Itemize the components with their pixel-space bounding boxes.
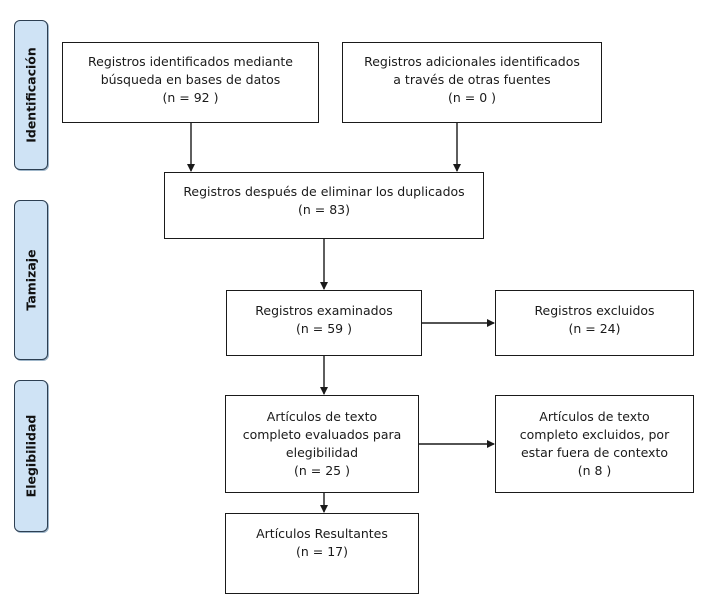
box-after-duplicates-line1: Registros después de eliminar los duplic… bbox=[183, 184, 465, 199]
box-resulting-line1: Artículos Resultantes bbox=[256, 526, 388, 541]
phase-identificacion: Identificación bbox=[14, 20, 48, 170]
box-resulting: Artículos Resultantes (n = 17) bbox=[225, 513, 419, 594]
phase-tamizaje: Tamizaje bbox=[14, 200, 48, 360]
box-other-sources-count: (n = 0 ) bbox=[447, 90, 497, 106]
phase-elegibilidad: Elegibilidad bbox=[14, 380, 48, 532]
box-other-sources-line1: Registros adicionales identificados bbox=[364, 54, 580, 69]
box-fulltext-assessed: Artículos de texto completo evaluados pa… bbox=[225, 395, 419, 493]
box-fulltext-excluded-count: (n 8 ) bbox=[577, 463, 612, 479]
box-resulting-count: (n = 17) bbox=[295, 544, 348, 560]
box-fulltext-excluded-line2: completo excluidos, por bbox=[519, 427, 670, 443]
box-other-sources: Registros adicionales identificados a tr… bbox=[342, 42, 602, 123]
box-fulltext-excluded: Artículos de texto completo excluidos, p… bbox=[495, 395, 694, 493]
box-fulltext-excluded-line1: Artículos de texto bbox=[539, 409, 650, 424]
box-screened-line1: Registros examinados bbox=[255, 303, 393, 318]
box-screened: Registros examinados (n = 59 ) bbox=[226, 290, 422, 356]
box-databases-line1: Registros identificados mediante bbox=[88, 54, 293, 69]
box-other-sources-line2: a través de otras fuentes bbox=[393, 72, 551, 88]
box-excluded-line1: Registros excluidos bbox=[534, 303, 655, 318]
box-after-duplicates: Registros después de eliminar los duplic… bbox=[164, 172, 484, 239]
box-screened-count: (n = 59 ) bbox=[296, 321, 352, 337]
box-fulltext-assessed-line1: Artículos de texto bbox=[266, 409, 378, 424]
box-databases-line2: búsqueda en bases de datos bbox=[100, 72, 281, 88]
box-databases-count: (n = 92 ) bbox=[162, 90, 219, 106]
box-fulltext-assessed-line3: elegibilidad bbox=[285, 445, 359, 461]
box-after-duplicates-count: (n = 83) bbox=[297, 202, 350, 218]
box-fulltext-excluded-line3: estar fuera de contexto bbox=[520, 445, 669, 461]
box-databases: Registros identificados mediante búsqued… bbox=[62, 42, 319, 123]
box-excluded: Registros excluidos (n = 24) bbox=[495, 290, 694, 356]
box-fulltext-assessed-line2: completo evaluados para bbox=[242, 427, 402, 443]
box-fulltext-assessed-count: (n = 25 ) bbox=[294, 463, 350, 479]
box-excluded-count: (n = 24) bbox=[568, 321, 621, 337]
